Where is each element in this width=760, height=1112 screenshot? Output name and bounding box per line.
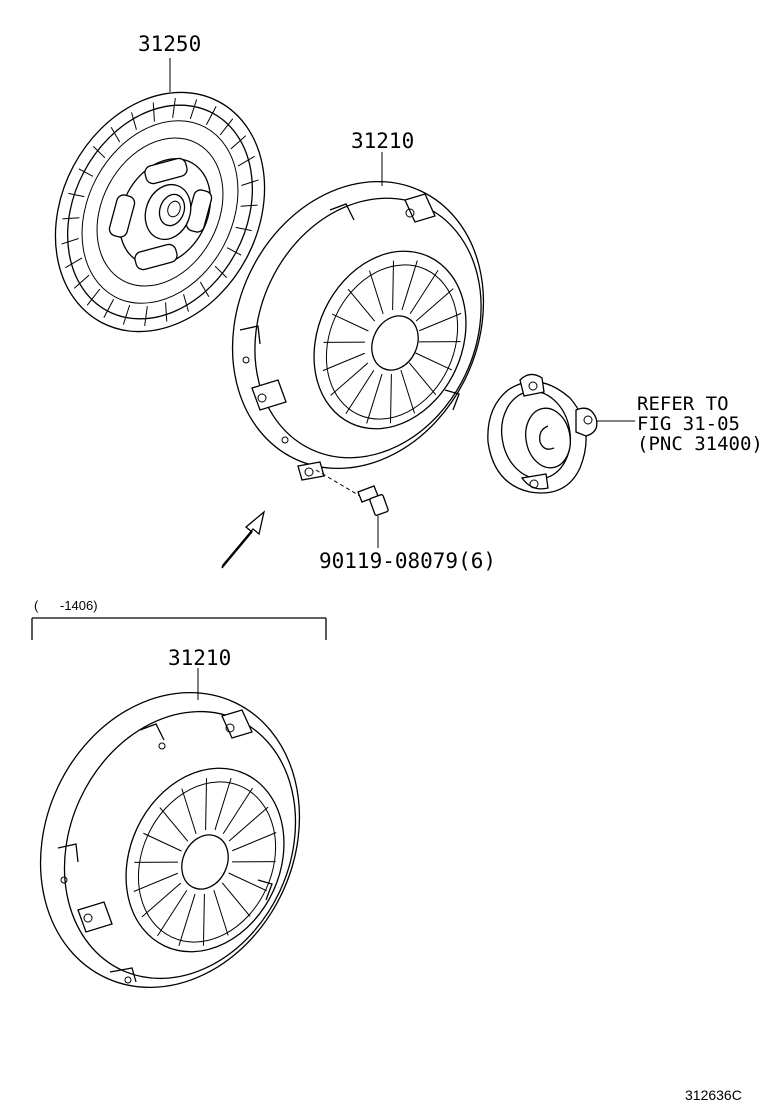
clutch-cover-upper-part-number: 31210 — [351, 129, 414, 153]
clutch-disc-drawing — [54, 91, 266, 333]
diagram-code: 312636C — [685, 1087, 742, 1103]
range-bracket — [31, 617, 327, 640]
direction-arrow — [221, 510, 266, 569]
clutch-disc-part-number: 31250 — [138, 32, 201, 56]
release-bearing-reference-line1: REFER TO — [637, 393, 729, 415]
release-bearing-drawing — [487, 373, 598, 494]
clutch-cover-lower-drawing — [39, 691, 301, 989]
release-bearing-reference-line3: (PNC 31400) — [637, 433, 760, 455]
release-bearing-reference-line2: FIG 31-05 — [637, 413, 740, 435]
range-bracket-label: ( -1406) — [34, 598, 98, 613]
bolt-drawing — [315, 469, 389, 516]
clutch-cover-upper-drawing — [231, 180, 485, 481]
clutch-cover-lower-part-number: 31210 — [168, 646, 231, 670]
bolt-part-number: 90119-08079(6) — [319, 549, 496, 573]
